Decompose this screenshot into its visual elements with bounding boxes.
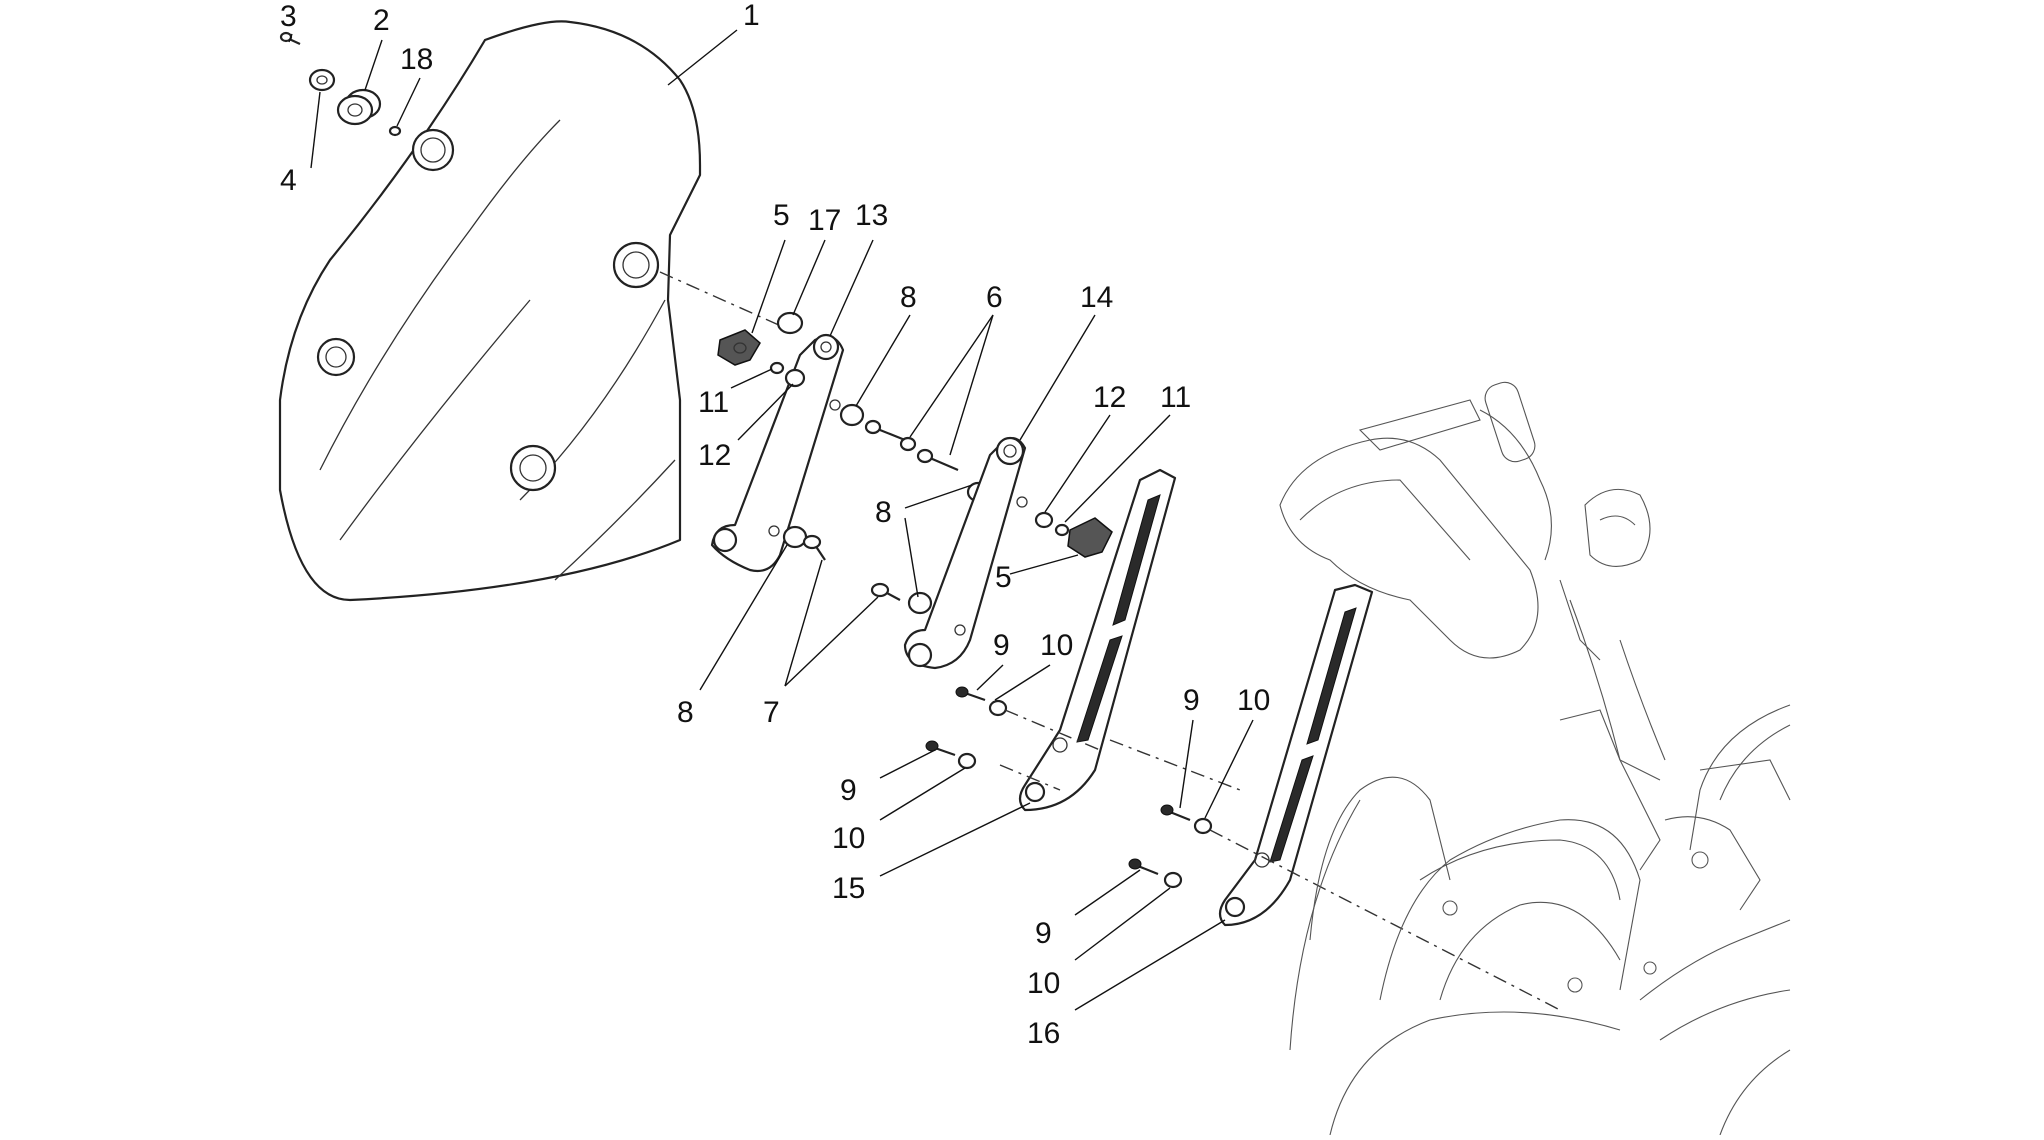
bracket-part-13 xyxy=(710,333,845,573)
bolt-part-9-d xyxy=(1128,858,1159,876)
washer-part-12-right xyxy=(1034,511,1054,529)
callout-17: 17 xyxy=(808,204,841,237)
bolt-part-6-b xyxy=(916,448,959,472)
spacer-part-8-d xyxy=(907,591,933,615)
spacer-part-8-b xyxy=(782,525,808,549)
support-part-16 xyxy=(1218,583,1374,927)
callout-labels: 1 2 3 4 18 5 17 13 11 12 8 6 14 12 11 8 … xyxy=(280,0,1270,1050)
washer-part-18 xyxy=(388,125,402,137)
washer-part-17 xyxy=(776,311,804,335)
motorcycle-front-assembly xyxy=(1279,381,1791,1136)
bolt-part-6-a xyxy=(864,419,917,452)
bracket-part-14 xyxy=(903,436,1028,670)
washer-part-11-left xyxy=(769,361,785,375)
washer-part-10-b xyxy=(957,752,977,770)
leader-lines xyxy=(288,29,1254,1011)
callout-10-b: 10 xyxy=(832,822,865,855)
callout-12-left: 12 xyxy=(698,439,731,472)
callout-11-right: 11 xyxy=(1160,381,1191,414)
knob-part-5-left xyxy=(717,329,761,366)
callout-3: 3 xyxy=(280,0,297,33)
callout-9-b: 9 xyxy=(840,774,857,807)
callout-8-top: 8 xyxy=(900,281,917,314)
washer-part-4 xyxy=(308,68,336,92)
callout-11-left: 11 xyxy=(698,386,729,419)
callout-7: 7 xyxy=(763,696,780,729)
callout-10-c: 10 xyxy=(1237,684,1270,717)
callout-16: 16 xyxy=(1027,1017,1060,1050)
washer-part-10-a xyxy=(988,699,1008,717)
callout-9-d: 9 xyxy=(1035,917,1052,950)
bolt-part-9-c xyxy=(1160,804,1191,822)
support-part-15 xyxy=(1018,468,1177,812)
washer-part-12-left xyxy=(784,368,806,388)
callout-13: 13 xyxy=(855,199,888,232)
knob-part-5-right xyxy=(1067,517,1113,558)
washer-part-10-d xyxy=(1163,871,1183,889)
callout-9-a: 9 xyxy=(993,629,1010,662)
callout-18: 18 xyxy=(400,43,433,76)
callout-5-right: 5 xyxy=(995,561,1012,594)
windscreen-part-1 xyxy=(278,20,702,602)
callout-6: 6 xyxy=(986,281,1003,314)
callout-12-right: 12 xyxy=(1093,381,1126,414)
callout-10-a: 10 xyxy=(1040,629,1073,662)
callout-9-c: 9 xyxy=(1183,684,1200,717)
bolt-part-7-a xyxy=(802,534,826,561)
callout-8-bottom: 8 xyxy=(677,696,694,729)
washer-part-11-right xyxy=(1054,523,1070,537)
bolt-part-9-a xyxy=(955,686,986,702)
spacer-part-2 xyxy=(336,88,382,126)
callout-2: 2 xyxy=(373,4,390,37)
callout-10-d: 10 xyxy=(1027,967,1060,1000)
callout-4: 4 xyxy=(280,164,297,197)
callout-1: 1 xyxy=(743,0,760,32)
callout-14: 14 xyxy=(1080,281,1113,314)
bolt-part-7-b xyxy=(870,582,901,601)
washer-part-10-c xyxy=(1193,817,1213,835)
spacer-part-8-a xyxy=(839,403,865,427)
callout-15: 15 xyxy=(832,872,865,905)
callout-5-left: 5 xyxy=(773,199,790,232)
callout-8-mid: 8 xyxy=(875,496,892,529)
